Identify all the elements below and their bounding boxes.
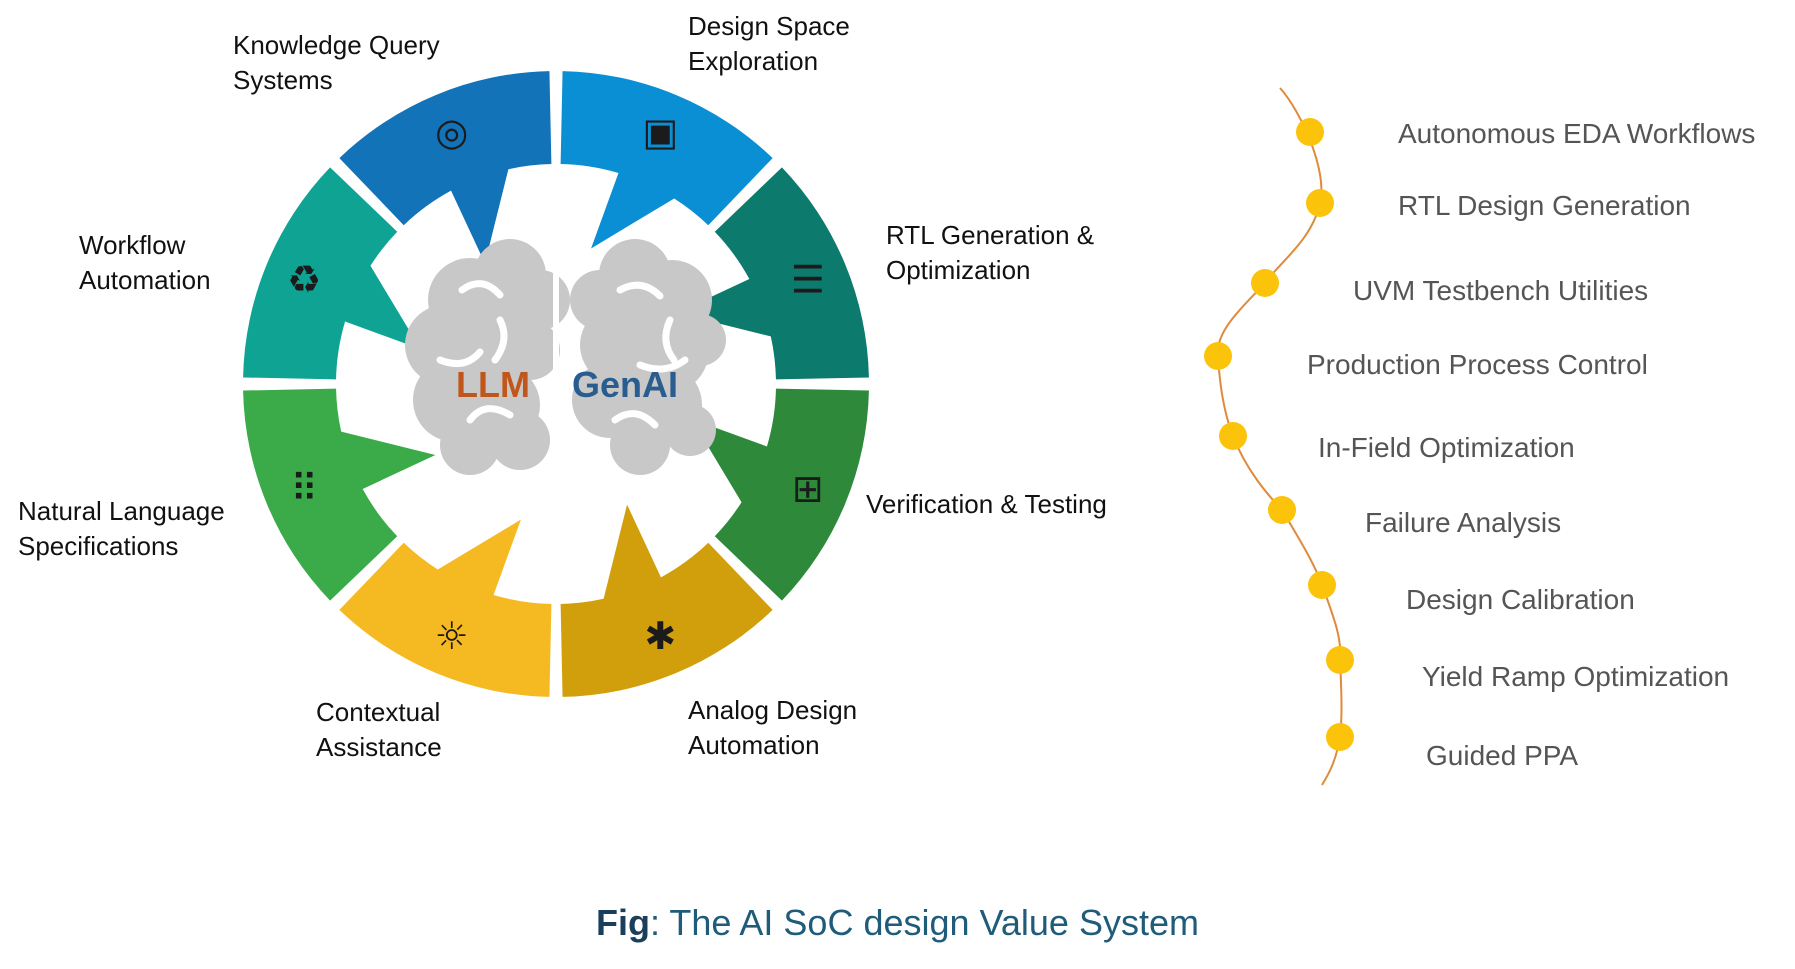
segment-label-rtl-generation: RTL Generation & Optimization xyxy=(886,220,1095,285)
brain-lobe xyxy=(674,314,726,366)
brain-fold xyxy=(436,348,484,368)
wheel-segment-verification-testing xyxy=(691,388,869,601)
network-hub-icon: ✱ xyxy=(644,614,676,658)
caption-text: : The AI SoC design Value System xyxy=(650,902,1199,943)
brain-fold xyxy=(662,316,678,364)
timeline-dot xyxy=(1306,189,1334,217)
timeline-dot xyxy=(1308,571,1336,599)
timeline-label: Production Process Control xyxy=(1307,349,1648,380)
caption-prefix: Fig xyxy=(596,902,650,943)
brain-lobe xyxy=(500,320,560,380)
timeline-dot xyxy=(1204,342,1232,370)
wheel-segment-knowledge-query-systems xyxy=(339,71,552,264)
braille-icon: ⠿ xyxy=(290,466,318,510)
figure-caption: Fig: The AI SoC design Value System xyxy=(0,902,1795,944)
timeline-label: UVM Testbench Utilities xyxy=(1353,275,1649,306)
timeline-dot xyxy=(1326,723,1354,751)
timeline-dot xyxy=(1296,118,1324,146)
segment-label-verification-testing: Verification & Testing xyxy=(866,489,1107,519)
timeline-label: Autonomous EDA Workflows xyxy=(1398,118,1756,149)
chip-icon: ▣ xyxy=(642,110,678,154)
wheel-segment-analog-design-automation xyxy=(560,504,773,697)
center-genai-label: GenAI xyxy=(572,364,679,405)
timeline-label: Failure Analysis xyxy=(1365,507,1562,538)
timeline-label: Yield Ramp Optimization xyxy=(1422,661,1730,692)
lightbulb-gear-icon: ☼ xyxy=(435,614,469,658)
timeline-label: In-Field Optimization xyxy=(1318,432,1575,463)
segment-label-workflow-automation: Workflow Automation xyxy=(79,230,211,295)
segment-label-knowledge-query-systems: Knowledge Query Systems xyxy=(233,30,440,95)
database-icon: ☰ xyxy=(791,258,825,302)
coins-icon: ◎ xyxy=(435,110,468,154)
timeline-dot xyxy=(1219,422,1247,450)
brain-fold xyxy=(491,316,508,364)
brain-icon xyxy=(405,239,726,480)
value-timeline xyxy=(1204,87,1354,786)
brain-fold xyxy=(616,281,664,300)
brain-lobe xyxy=(440,415,500,475)
calculator-icon: ⊞ xyxy=(792,466,824,510)
segment-label-analog-design-automation: Analog Design Automation xyxy=(688,695,858,760)
brain-fold xyxy=(458,280,504,299)
timeline-dot xyxy=(1251,269,1279,297)
wheel-segment-natural-language-specifications xyxy=(243,388,436,601)
timeline-curve xyxy=(1216,87,1343,786)
timeline-dot xyxy=(1326,646,1354,674)
brain-fold xyxy=(636,356,689,373)
brain-lobe xyxy=(664,404,716,456)
segment-label-contextual-assistance: Contextual Assistance xyxy=(316,697,442,762)
wheel-segment-rtl-generation xyxy=(676,167,869,380)
wheel-segment-design-space-exploration xyxy=(560,71,773,249)
brain-divider xyxy=(553,250,559,480)
wheel-segment-contextual-assistance xyxy=(339,519,552,697)
value-wheel: ▣ ☰ ⊞ ✱ ☼ ⠿ ♻ ◎ xyxy=(243,71,869,697)
timeline-dot xyxy=(1268,496,1296,524)
brain-lobe xyxy=(610,415,670,475)
timeline-label: RTL Design Generation xyxy=(1398,190,1691,221)
timeline-label: Design Calibration xyxy=(1406,584,1635,615)
recycle-leaf-icon: ♻ xyxy=(287,258,321,302)
brain-fold xyxy=(611,410,659,429)
wheel-segment-workflow-automation xyxy=(243,167,421,380)
segment-label-design-space-exploration: Design Space Exploration xyxy=(688,11,850,76)
timeline-label: Guided PPA xyxy=(1426,740,1579,771)
brain-fold xyxy=(466,405,514,424)
segment-label-natural-language-specifications: Natural Language Specifications xyxy=(18,496,225,561)
center-llm-label: LLM xyxy=(456,364,530,405)
brain-lobe xyxy=(490,410,550,470)
